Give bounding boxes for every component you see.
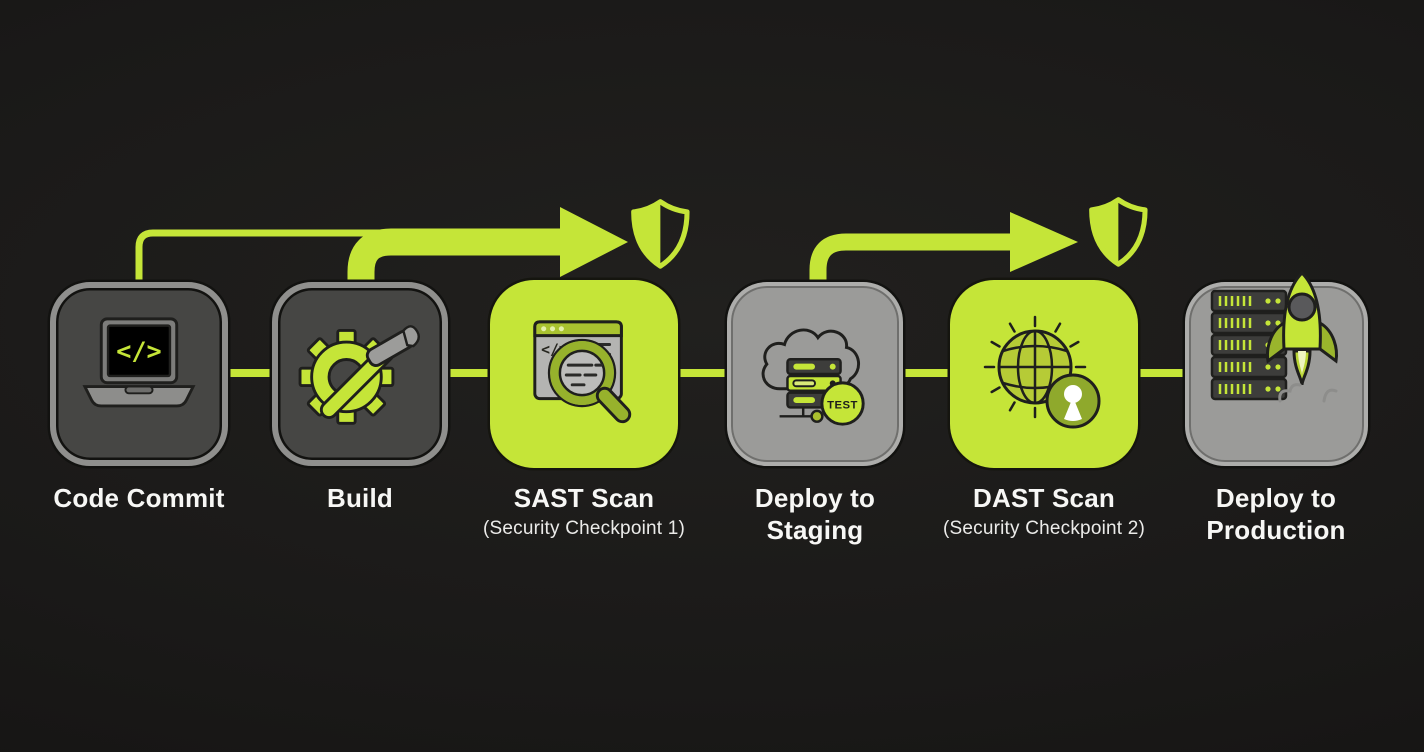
security-arrow-1 xyxy=(347,228,562,286)
label-sub: (Security Checkpoint 1) xyxy=(482,517,686,539)
security-arrow-2-head xyxy=(1010,212,1078,272)
flow-node-code-commit[interactable]: </> xyxy=(50,282,228,466)
security-arrow-1-head xyxy=(560,207,628,277)
rocket xyxy=(1265,271,1338,403)
label-line: Code Commit xyxy=(53,483,225,513)
code-scan-magnifier-icon: </> xyxy=(533,320,632,424)
node-label-dast-scan: DAST Scan (Security Checkpoint 2) xyxy=(914,483,1174,540)
node-label-sast-scan: SAST Scan (Security Checkpoint 1) xyxy=(454,483,714,540)
flow-node-sast-scan[interactable]: </> xyxy=(490,280,678,468)
test-badge-label: TEST xyxy=(827,399,858,411)
keyhole xyxy=(1064,397,1082,421)
label-line: SAST Scan xyxy=(513,483,655,513)
flow-node-dast-scan[interactable] xyxy=(950,280,1138,468)
node-label-deploy-production: Deploy to Production xyxy=(1146,483,1406,546)
arrow-branch-code-commit xyxy=(135,229,420,286)
laptop-code-icon: </> xyxy=(82,317,196,408)
node-label-code-commit: Code Commit xyxy=(9,483,269,515)
security-arrow-2 xyxy=(809,233,1012,286)
flow-node-deploy-production[interactable] xyxy=(1185,271,1368,466)
cloud-server-icon: TEST xyxy=(761,328,865,426)
gear-hammer-icon xyxy=(298,325,420,425)
connector-line xyxy=(678,369,727,377)
shield-icon-2 xyxy=(1089,197,1148,267)
label-sub: (Security Checkpoint 2) xyxy=(942,517,1146,539)
label-line: DAST Scan xyxy=(973,483,1115,513)
server-rack-rocket-icon xyxy=(1210,271,1338,403)
node-label-build: Build xyxy=(230,483,490,515)
code-glyph: </> xyxy=(116,336,161,365)
test-badge xyxy=(820,381,865,426)
globe-lock-icon xyxy=(983,315,1101,429)
connector-line xyxy=(448,369,490,377)
connector-line xyxy=(903,369,950,377)
label-line: Production xyxy=(1206,514,1346,545)
shield-icon-1 xyxy=(631,199,690,269)
connector-line xyxy=(228,369,272,377)
label-line: Build xyxy=(327,483,393,513)
label-line: Deploy to xyxy=(754,483,876,513)
label-line: Staging xyxy=(766,514,864,545)
connector-line xyxy=(1138,369,1185,377)
flow-node-build[interactable] xyxy=(272,282,448,466)
lens-text-lines xyxy=(564,363,604,387)
cloud-outline xyxy=(761,328,860,391)
label-line: Deploy to xyxy=(1215,483,1337,513)
security-arrows-layer xyxy=(135,197,1148,286)
hammer xyxy=(319,325,420,419)
node-label-deploy-staging: Deploy to Staging xyxy=(685,483,945,546)
flow-node-deploy-staging[interactable]: TEST xyxy=(727,282,903,466)
smoke-clouds xyxy=(1277,383,1337,403)
